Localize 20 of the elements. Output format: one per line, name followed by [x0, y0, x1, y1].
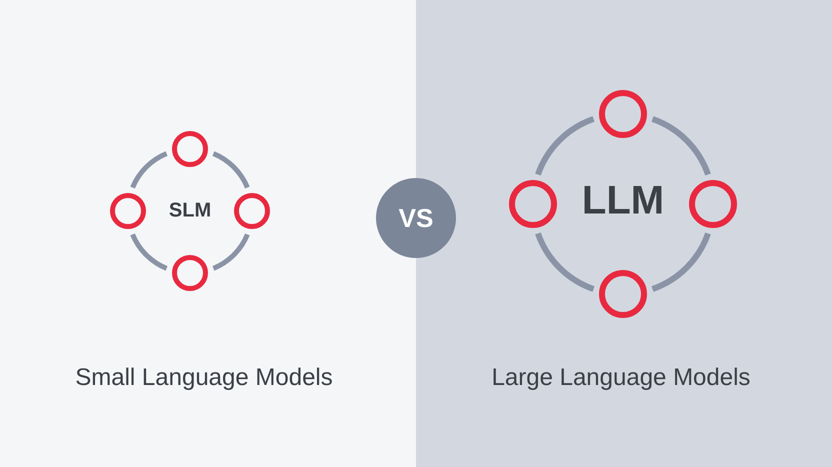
ring-arc: [535, 116, 595, 176]
caption: Large Language Models: [492, 364, 750, 392]
ring-node: [599, 270, 647, 318]
ring-node: [172, 255, 208, 291]
ring-node: [509, 180, 557, 228]
ring-arc: [651, 116, 711, 176]
ring-node: [234, 193, 270, 229]
ring-node: [172, 131, 208, 167]
ring-arc: [212, 151, 250, 189]
ring-arc: [130, 233, 168, 271]
ring-node: [110, 193, 146, 229]
ring-arc: [212, 233, 250, 271]
model-abbreviation: LLM: [582, 178, 664, 224]
ring-node: [599, 90, 647, 138]
model-abbreviation: SLM: [168, 200, 212, 222]
ring-node: [689, 180, 737, 228]
ring-arc: [130, 151, 168, 189]
caption: Small Language Models: [75, 364, 333, 392]
ring-arc: [651, 232, 711, 292]
ring-arc: [535, 232, 595, 292]
